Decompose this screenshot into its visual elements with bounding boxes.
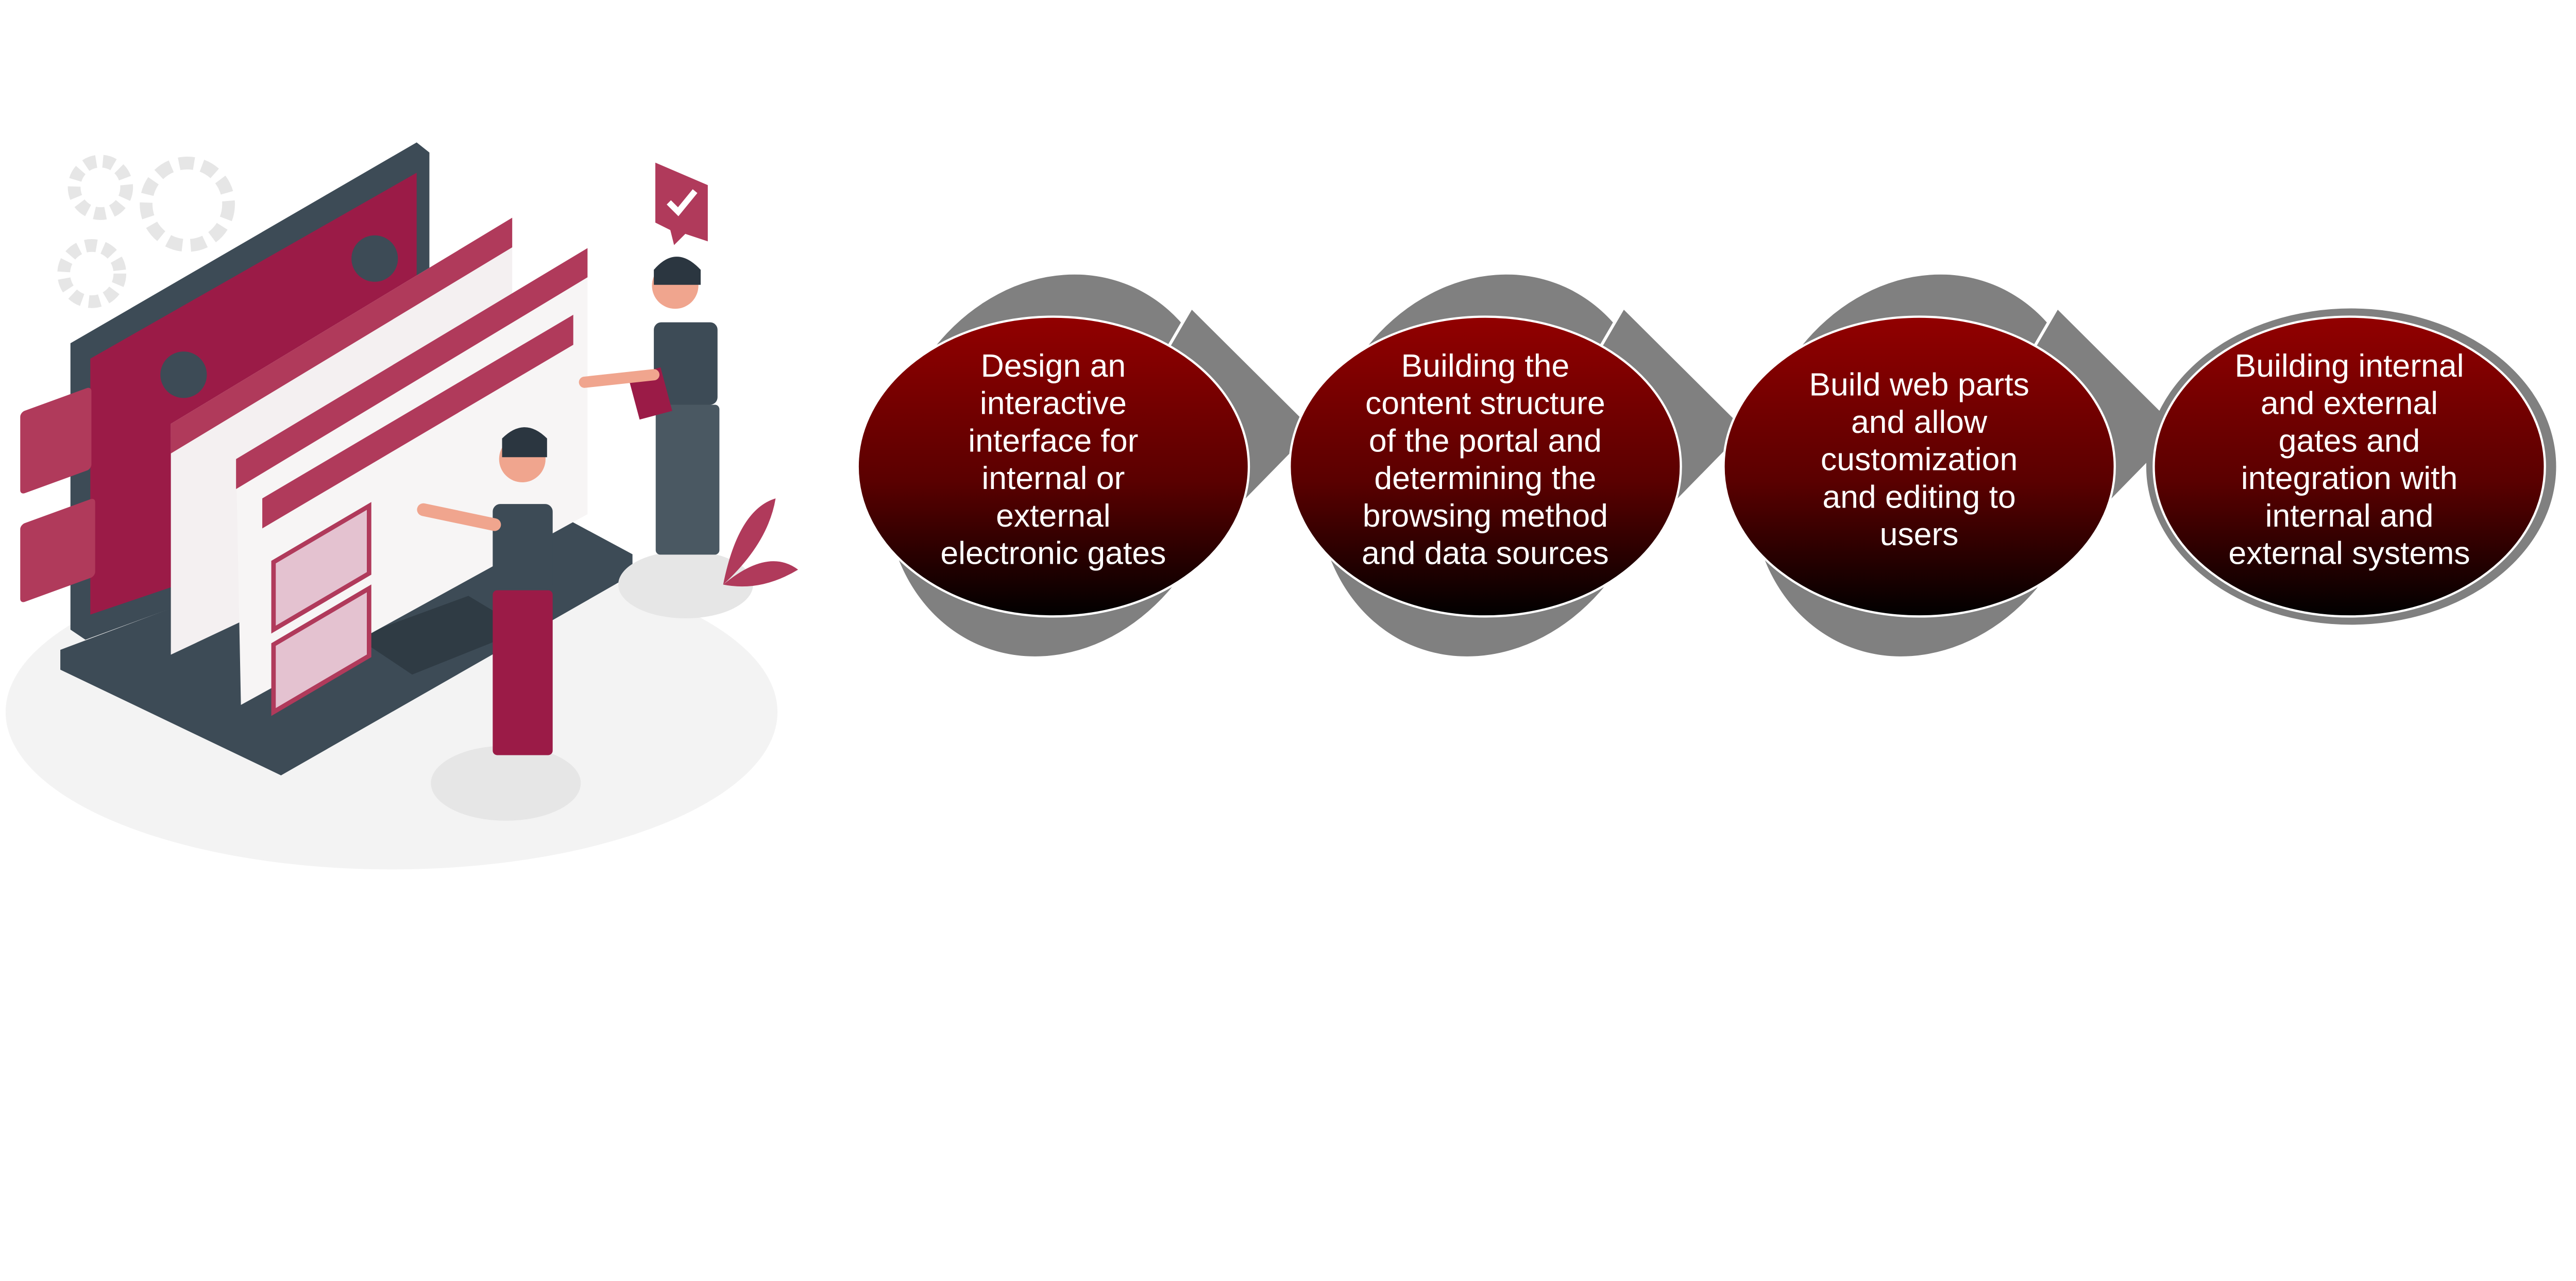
step-text-line: Building internal xyxy=(2235,348,2464,384)
check-badge-icon xyxy=(160,351,207,398)
browser-window-back-header xyxy=(171,217,513,453)
check-mark-icon xyxy=(667,189,698,216)
web-portal-illustration xyxy=(5,142,799,870)
step-text-line: internal or xyxy=(981,460,1125,496)
step-text-line: gates and xyxy=(2279,423,2420,459)
step-text-line: Building the xyxy=(1401,348,1570,384)
step-text-line: internal and xyxy=(2265,498,2434,534)
step-text-line: Build web parts xyxy=(1809,366,2029,402)
step-text-line: and editing to xyxy=(1822,479,2016,515)
person-standing xyxy=(579,257,753,618)
step-text-line: Design an xyxy=(981,348,1126,384)
step-text-line: determining the xyxy=(1374,460,1596,496)
step-text-line: and external xyxy=(2261,385,2438,422)
step-text-line: and allow xyxy=(1851,404,1988,440)
step-text-line: content structure xyxy=(1365,385,1605,422)
person-front xyxy=(417,427,581,821)
step-text-line: and data sources xyxy=(1362,535,1609,571)
step-text-line: users xyxy=(1880,516,1959,552)
check-badge-icon xyxy=(351,235,398,282)
step-text-line: external systems xyxy=(2228,535,2470,571)
image-placeholder xyxy=(271,584,371,716)
step-text-line: customization xyxy=(1821,442,2018,478)
step-circle xyxy=(1289,315,1682,618)
step-text-line: electronic gates xyxy=(940,535,1166,571)
laptop-trackpad xyxy=(355,596,525,675)
chart-card xyxy=(20,387,92,494)
step-text-line: browsing method xyxy=(1363,498,1608,534)
browser-banner xyxy=(262,314,573,529)
step-circle xyxy=(1722,315,2116,618)
step-text-line: interface for xyxy=(968,423,1138,459)
browser-window-front-header xyxy=(236,248,588,490)
image-placeholder xyxy=(271,502,371,634)
step-text-line: external xyxy=(996,498,1110,534)
step-text-line: interactive xyxy=(980,385,1127,422)
step-text-line: of the portal and xyxy=(1369,423,1602,459)
step-text-line: integration with xyxy=(2241,460,2458,496)
step-circle xyxy=(2153,315,2546,618)
gauge-card xyxy=(20,499,95,602)
step-circle xyxy=(856,315,1250,618)
gear-icon xyxy=(57,155,235,308)
plant-icon xyxy=(723,498,799,587)
